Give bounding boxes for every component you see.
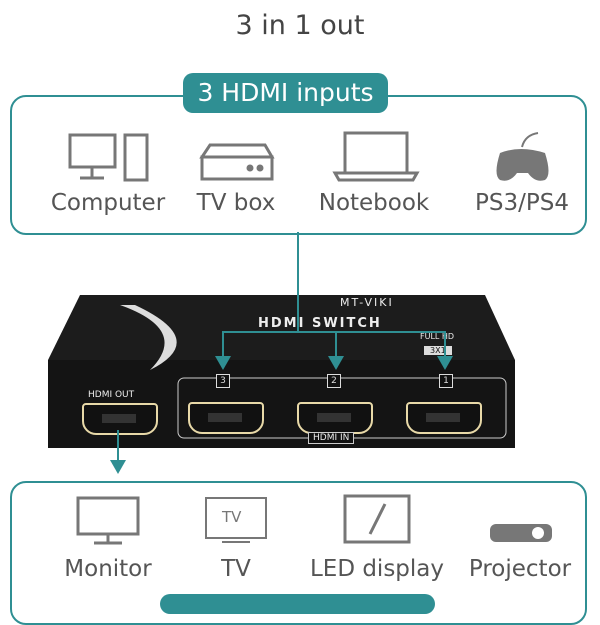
hdmi-out-label: HDMI OUT [88,390,135,400]
connector [222,331,224,357]
model-badge: 3X1 [424,346,452,355]
output-label-led: LED display [309,556,445,582]
input-icons [68,131,549,182]
hdmi-in-port-2 [297,402,373,434]
port-number-2: 2 [327,374,341,388]
hdmi-in-port-1 [406,402,482,434]
input-label-tvbox: TV box [196,190,276,216]
hdmi-out-port [82,403,158,435]
subtitle: 3 in 1 out [235,10,365,41]
connector [297,232,299,332]
tv-screen-text: TV [222,508,242,526]
input-label-computer: Computer [50,190,166,216]
connector [335,331,337,357]
arrow-down-icon [437,356,453,370]
connector [117,430,119,462]
output-label-projector: Projector [468,556,572,582]
inputs-title: 3 HDMI inputs [183,73,388,113]
brand: MT-VIKI [340,296,394,309]
gamepad-icon [496,132,549,181]
device-sub: FULL HD [420,332,455,341]
tv-box-icon [199,143,275,181]
arrow-down-icon [110,460,126,474]
device-name: HDMI SWITCH [258,316,382,331]
led-display-icon [343,494,411,544]
port-number-1: 1 [439,374,453,388]
output-label-monitor: Monitor [64,556,152,582]
monitor-icon [76,496,140,545]
output-label-tv: TV [221,556,251,582]
notebook-icon [332,131,420,182]
hdmi-in-port-3 [188,402,264,434]
arrow-down-icon [328,356,344,370]
outputs-title-pill [160,594,435,614]
output-icons [76,494,552,545]
input-label-notebook: Notebook [318,190,430,216]
projector-icon [490,524,552,542]
port-number-3: 3 [216,374,230,388]
computer-icon [68,133,149,182]
connector [444,331,446,357]
tv-icon [205,497,267,543]
swoosh-logo [120,305,177,370]
arrow-down-icon [215,356,231,370]
hdmi-in-label: HDMI IN [308,432,355,444]
connector [222,331,446,333]
input-label-ps: PS3/PS4 [475,190,569,216]
